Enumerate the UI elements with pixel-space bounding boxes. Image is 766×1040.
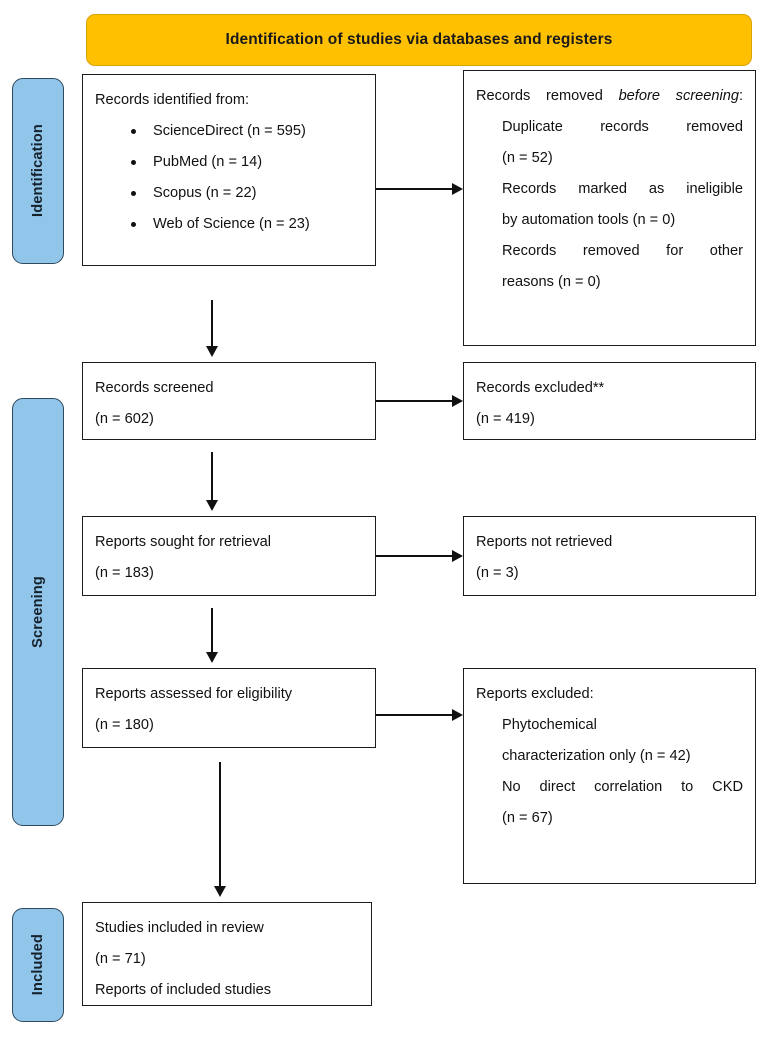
records-removed-heading-colon: :: [738, 88, 743, 104]
arrow-head-right-icon: [452, 550, 463, 562]
arrow-head-right-icon: [452, 709, 463, 721]
arrow-head-down-icon: [206, 652, 218, 663]
stage-label-identification: Identification: [30, 124, 46, 218]
reports-excluded-reason2-line1: No direct correlation to CKD: [502, 779, 743, 795]
reports-not-retrieved-count: (n = 3): [476, 565, 519, 581]
stage-band-screening: Screening: [12, 398, 64, 826]
records-removed-heading-lead: Records removed: [476, 88, 603, 104]
arrow-line: [376, 400, 452, 402]
removed-other-reasons-line: Records removed for other: [502, 243, 743, 259]
records-identified-source-list: ScienceDirect (n = 595) PubMed (n = 14) …: [95, 116, 363, 240]
arrow-head-down-icon: [214, 886, 226, 897]
arrow-line: [211, 608, 213, 652]
records-excluded-count: (n = 419): [476, 411, 535, 427]
ineligible-automation-count: by automation tools (n = 0): [502, 212, 676, 228]
records-identified-heading: Records identified from:: [95, 92, 250, 108]
box-records-excluded: Records excluded** (n = 419): [463, 362, 756, 440]
reports-excluded-reason1-line1: Phytochemical: [502, 717, 597, 733]
studies-included-label: Studies included in review: [95, 920, 264, 936]
removed-other-reasons-count: reasons (n = 0): [502, 274, 601, 290]
box-reports-sought-for-retrieval: Reports sought for retrieval (n = 183): [82, 516, 376, 596]
arrow-head-down-icon: [206, 500, 218, 511]
reports-excluded-reason2-line2: (n = 67): [502, 810, 553, 826]
stage-band-included: Included: [12, 908, 64, 1022]
box-reports-assessed-for-eligibility: Reports assessed for eligibility (n = 18…: [82, 668, 376, 748]
reports-excluded-heading: Reports excluded:: [476, 686, 594, 702]
arrow-line: [376, 555, 452, 557]
box-reports-excluded-reasons: Reports excluded: Phytochemical characte…: [463, 668, 756, 884]
ineligible-automation-line: Records marked as ineligible: [502, 181, 743, 197]
box-studies-included-in-review: Studies included in review (n = 71) Repo…: [82, 902, 372, 1006]
list-item: ScienceDirect (n = 595): [131, 116, 363, 147]
box-records-identified: Records identified from: ScienceDirect (…: [82, 74, 376, 266]
box-reports-not-retrieved: Reports not retrieved (n = 3): [463, 516, 756, 596]
arrow-head-right-icon: [452, 395, 463, 407]
reports-of-included-studies-label: Reports of included studies: [95, 982, 272, 998]
reports-sought-count: (n = 183): [95, 565, 154, 581]
diagram-header-banner: Identification of studies via databases …: [86, 14, 752, 66]
stage-band-identification: Identification: [12, 78, 64, 264]
arrow-line: [219, 762, 221, 886]
reports-assessed-count: (n = 180): [95, 717, 154, 733]
records-screened-count: (n = 602): [95, 411, 154, 427]
reports-sought-label: Reports sought for retrieval: [95, 534, 272, 550]
list-item: Scopus (n = 22): [131, 178, 363, 209]
studies-included-count: (n = 71): [95, 951, 146, 967]
arrow-line: [211, 452, 213, 500]
records-removed-heading: Records removed before screening:: [476, 81, 743, 112]
records-excluded-label: Records excluded**: [476, 380, 605, 396]
arrow-line: [211, 300, 213, 346]
reports-not-retrieved-label: Reports not retrieved: [476, 534, 613, 550]
box-records-screened: Records screened (n = 602): [82, 362, 376, 440]
list-item: Web of Science (n = 23): [131, 209, 363, 240]
records-removed-heading-italic: before screening: [618, 88, 739, 104]
arrow-line: [376, 188, 452, 190]
duplicate-records-removed-line: Duplicate records removed: [502, 119, 743, 135]
arrow-head-right-icon: [452, 183, 463, 195]
reports-excluded-reason1-line2: characterization only (n = 42): [502, 748, 691, 764]
list-item: PubMed (n = 14): [131, 147, 363, 178]
arrow-head-down-icon: [206, 346, 218, 357]
stage-label-included: Included: [30, 934, 46, 996]
arrow-line: [376, 714, 452, 716]
records-screened-label: Records screened: [95, 380, 214, 396]
diagram-title: Identification of studies via databases …: [225, 31, 613, 48]
duplicate-records-removed-count: (n = 52): [502, 150, 553, 166]
reports-assessed-label: Reports assessed for eligibility: [95, 686, 293, 702]
stage-label-screening: Screening: [30, 576, 46, 648]
box-records-removed-before-screening: Records removed before screening: Duplic…: [463, 70, 756, 346]
